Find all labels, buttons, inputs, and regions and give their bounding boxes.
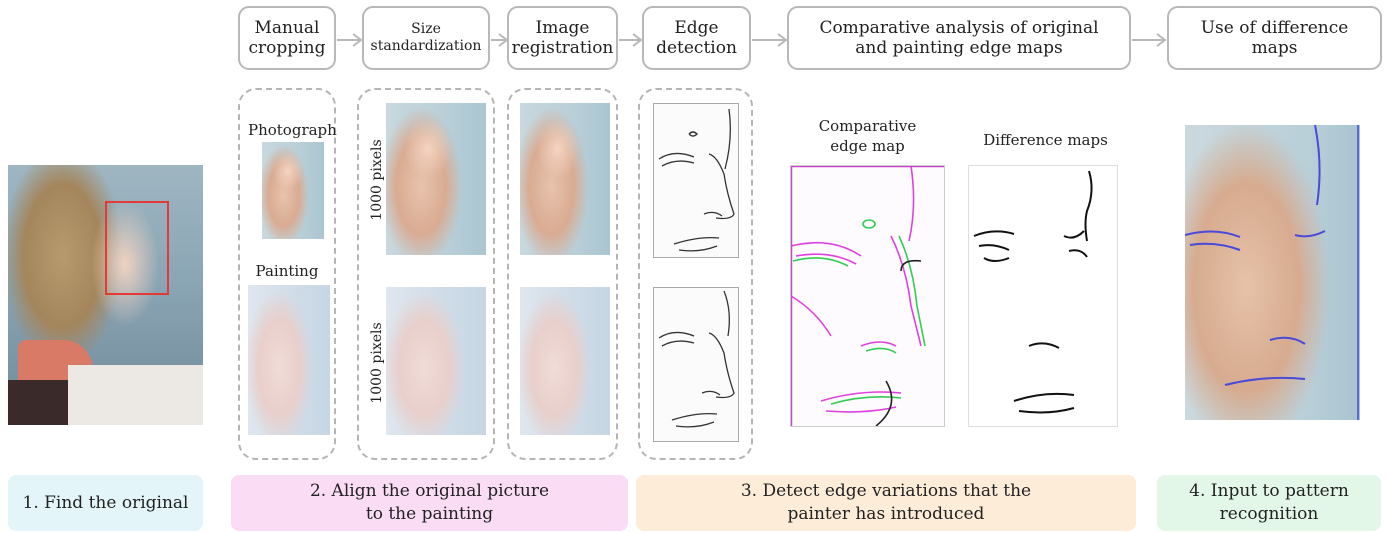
stage-align: 2. Align the original picture to the pai…	[231, 475, 628, 531]
stage-input: 4. Input to pattern recognition	[1157, 475, 1381, 531]
cropped-photograph	[262, 142, 324, 239]
painting-label: Painting	[255, 262, 319, 280]
comparative-edge-map	[790, 165, 945, 427]
pixels-label-top: 1000 pixels	[369, 139, 385, 221]
step-manual-cropping: Manual cropping	[238, 6, 336, 70]
overlay-result-image	[1185, 125, 1360, 420]
difference-map	[968, 165, 1118, 427]
difference-drawing	[973, 170, 1093, 414]
photograph-label: Photograph	[248, 121, 337, 139]
cropped-painting	[248, 285, 330, 435]
standardized-photograph	[386, 103, 486, 255]
registered-painting	[520, 287, 610, 435]
comparative-edge-drawing	[791, 166, 944, 426]
group-cropping	[238, 88, 336, 460]
difference-maps-label: Difference maps	[983, 131, 1108, 149]
jacket-shape	[8, 380, 68, 425]
step-arrows	[337, 33, 1167, 47]
arrowhead-5	[1156, 33, 1167, 47]
group-edge-detection	[638, 88, 753, 460]
painting-edge-map	[653, 287, 739, 442]
painting-edge-drawing	[658, 290, 735, 428]
photograph-edge-map	[653, 103, 739, 258]
photograph-edge-drawing	[658, 108, 735, 252]
arrowhead-3	[632, 33, 643, 47]
crop-rectangle	[105, 201, 169, 295]
stage-find-original: 1. Find the original	[8, 475, 203, 531]
registered-photograph	[520, 103, 610, 255]
original-photograph	[8, 165, 203, 425]
step-edge-detection: Edge detection	[642, 6, 751, 70]
comparative-edge-map-label: Comparative edge map	[818, 117, 917, 156]
step-comparative-analysis: Comparative analysis of original and pai…	[787, 6, 1131, 70]
shirt-shape	[68, 365, 203, 425]
step-image-registration: Image registration	[507, 6, 618, 70]
step-size-standardization: Size standardization	[362, 6, 490, 70]
group-standardization	[357, 88, 495, 460]
standardized-painting	[386, 287, 486, 435]
step-use-of-difference-maps: Use of difference maps	[1167, 6, 1382, 70]
arrowhead-1	[352, 33, 363, 47]
overlay-edges	[1185, 125, 1359, 420]
group-registration	[507, 88, 618, 460]
arrowhead-4	[777, 33, 788, 47]
pixels-label-bottom: 1000 pixels	[369, 322, 385, 404]
stage-detect: 3. Detect edge variations that the paint…	[636, 475, 1136, 531]
